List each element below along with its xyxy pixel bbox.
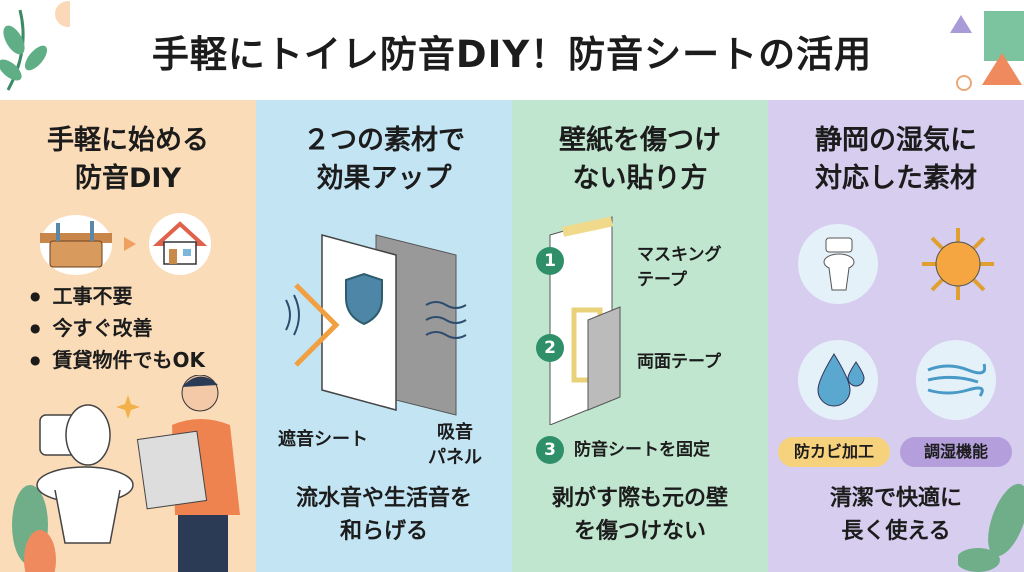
toolbelt-icon — [40, 215, 112, 275]
panel-application-method: 壁紙を傷つけない貼り方 1 2 3 マスキングテープ 両面テープ 防音シートを固… — [512, 100, 768, 572]
sound-layers-illustration — [285, 234, 467, 416]
panel-heading: 静岡の湿気に対応した素材 — [815, 125, 977, 194]
step-number: 3 — [536, 436, 564, 464]
header: 手軽にトイレ防音DIY！防音シートの活用 — [0, 0, 1024, 100]
panel-heading: 手軽に始める防音DIY — [47, 125, 209, 194]
bullet-item: 今すぐ改善 — [30, 312, 152, 341]
water-drop-icon — [798, 340, 878, 420]
panel-heading: 壁紙を傷つけない貼り方 — [559, 125, 721, 194]
step-number: 2 — [536, 334, 564, 362]
person-toilet-illustration — [12, 375, 240, 572]
panel-humidity-material: 静岡の湿気に対応した素材 防カビ加工 調湿機能 清潔で快適に長く使える — [768, 100, 1024, 572]
tag-antimold: 防カビ加工 — [778, 437, 890, 467]
page-title: 手軽にトイレ防音DIY！防音シートの活用 — [151, 33, 873, 76]
step-number: 1 — [536, 247, 564, 275]
toilet-icon — [798, 224, 878, 304]
step-label: マスキングテープ — [637, 245, 722, 290]
panel-footer: 清潔で快適に長く使える — [829, 486, 962, 544]
label-sound-insulation-sheet: 遮音シート — [278, 429, 368, 450]
arrow-right-icon — [124, 237, 136, 251]
label-absorption-panel: 吸音パネル — [428, 422, 482, 468]
bullet-item: 工事不要 — [30, 280, 132, 309]
wall-sheet-illustration — [549, 216, 621, 425]
panel-footer: 流水音や生活音を和らげる — [295, 486, 472, 544]
step-label: 両面テープ — [637, 352, 721, 372]
wind-icon — [916, 340, 996, 420]
leaf-decoration-icon — [0, 1, 70, 91]
house-icon — [149, 213, 211, 275]
bullet-item: 賃貸物件でもOK — [30, 344, 205, 373]
panel-heading: ２つの素材で効果アップ — [303, 125, 465, 194]
panel-two-materials: ２つの素材で効果アップ 遮音シート 吸音パネル 流水音や生活音を和らげる — [256, 100, 512, 572]
step-label: 防音シートを固定 — [574, 440, 710, 460]
tag-humidity-control: 調湿機能 — [900, 437, 1012, 467]
sun-icon — [922, 228, 994, 300]
leaf-decoration-icon — [958, 483, 1024, 572]
triangle-decoration-icon — [950, 11, 1024, 91]
panel-footer: 剥がす際も元の壁を傷つけない — [551, 486, 728, 544]
